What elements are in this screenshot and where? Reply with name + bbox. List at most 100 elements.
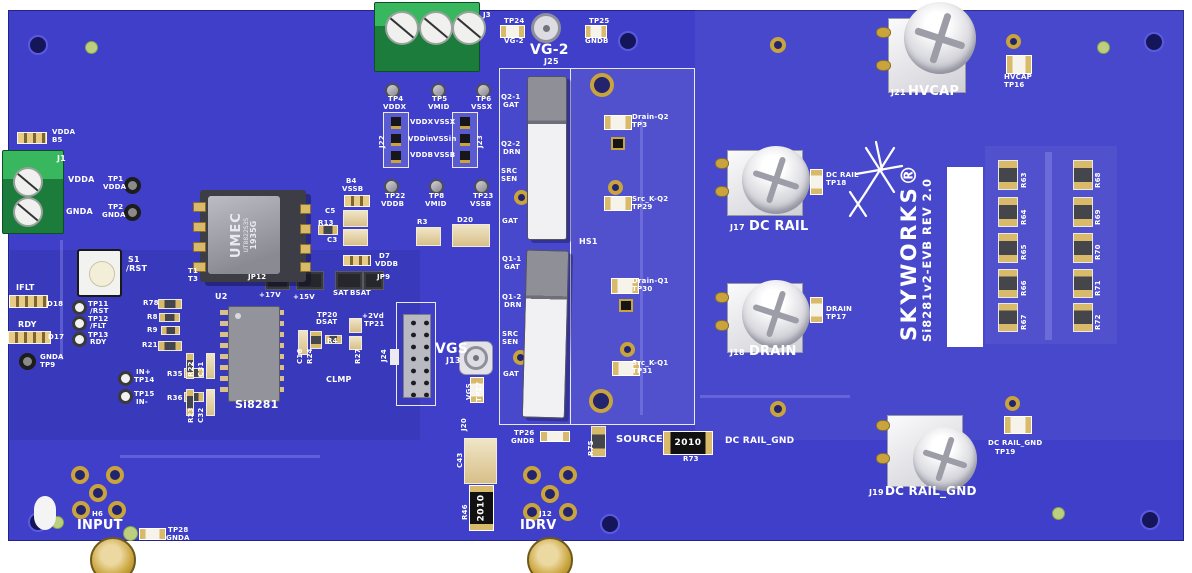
silkscreen-label: VDDA: [68, 175, 95, 184]
brand-name: SKYWORKS®: [897, 162, 921, 341]
pad: [585, 25, 607, 38]
silkscreen-label: VDDB: [381, 200, 405, 208]
silkscreen-label: RDY: [18, 320, 37, 329]
silkscreen-label: Si8281: [235, 398, 279, 411]
silkscreen-label: VGS: [465, 383, 473, 400]
silkscreen-label: R46: [461, 504, 469, 520]
silkscreen-label: Src_K-Q2: [632, 195, 669, 203]
res-v: [1073, 197, 1093, 227]
via-gold: [108, 501, 126, 519]
transformer-pin: [193, 202, 206, 212]
silkscreen-label: R8: [147, 313, 158, 321]
silkscreen-label: IN+: [136, 368, 151, 376]
via-green: [85, 41, 98, 54]
silkscreen-label: C5: [325, 207, 336, 215]
silkscreen-label: TP24: [504, 17, 525, 25]
res: [161, 326, 180, 335]
silkscreen-label: DRN: [504, 301, 522, 309]
via-gold: [106, 466, 124, 484]
silkscreen-label: Q1-1: [502, 255, 522, 263]
silkscreen-label: TP19: [995, 448, 1016, 456]
led: [8, 331, 51, 344]
to220-q1: [521, 249, 570, 419]
silkscreen-label: TP28: [168, 526, 189, 534]
via-gold: [770, 37, 786, 53]
silkscreen-label: GNDA: [166, 534, 190, 542]
cap: [206, 353, 215, 379]
silkscreen-label: VDDA: [103, 183, 127, 191]
silkscreen-label: TP13: [88, 331, 109, 339]
silkscreen-label: R73: [683, 455, 699, 463]
pad-v: [810, 169, 823, 195]
via-gold: [541, 485, 559, 503]
silkscreen-label: R67: [1020, 314, 1028, 330]
res-v: [998, 160, 1018, 190]
silkscreen-label: R78: [143, 299, 159, 307]
coax-connector-j25: [531, 13, 561, 43]
silkscreen-label: R68: [1094, 172, 1102, 188]
pad-v: [810, 297, 823, 323]
reset-button-s1: [77, 249, 122, 297]
silkscreen-label: VDDX: [383, 103, 407, 111]
cap: [343, 229, 368, 246]
via-gold: [559, 503, 577, 521]
silkscreen-label: TP8: [429, 192, 445, 200]
heatsink-outline: [499, 68, 695, 425]
silkscreen-label: GAT: [503, 370, 519, 378]
silkscreen-label: Src_K-Q1: [632, 359, 669, 367]
silkscreen-label: J13: [446, 356, 461, 365]
silkscreen-label: RDY: [90, 338, 107, 346]
transformer-body: UMEC UT8822S3S 1935G: [208, 196, 280, 274]
silkscreen-label: TP30: [632, 285, 653, 293]
tp-white: [72, 316, 87, 331]
silkscreen-label: TP16: [1004, 81, 1025, 89]
cap: [298, 330, 308, 355]
silkscreen-label: D17: [48, 333, 65, 341]
silkscreen-label: HVCAP: [908, 84, 960, 99]
silkscreen-label: HVCAP: [1004, 73, 1032, 81]
silkscreen-label: GNDA: [66, 207, 93, 216]
silkscreen-label: R27: [354, 348, 362, 364]
silkscreen-label: J24: [380, 349, 388, 362]
res: [158, 299, 182, 309]
tp-gray: [476, 83, 491, 98]
led: [9, 295, 48, 308]
silkscreen-label: D18: [47, 300, 64, 308]
trace: [60, 240, 63, 360]
tp-gray: [431, 83, 446, 98]
silkscreen-label: VG-2: [530, 42, 569, 58]
skyworks-logo-icon: [848, 140, 904, 218]
silkscreen-label: TP20: [317, 311, 338, 319]
cap: [452, 224, 490, 247]
tp-white: [118, 389, 133, 404]
silkscreen-label: TP29: [632, 203, 653, 211]
jheader: [383, 112, 409, 168]
to220-q2: [527, 76, 567, 240]
silkscreen-label: VDDA: [52, 128, 76, 136]
silkscreen-label: TP11: [88, 300, 109, 308]
silkscreen-label: J22: [378, 135, 386, 148]
res: [158, 341, 182, 351]
silkscreen-label: TP14: [134, 376, 155, 384]
transformer-pin: [193, 242, 206, 252]
pad: [604, 115, 632, 130]
tp-white: [72, 300, 87, 315]
silkscreen-label: J3: [483, 11, 491, 19]
silkscreen-label: TP4: [388, 95, 404, 103]
res-v: [186, 353, 194, 379]
via-green: [1097, 41, 1110, 54]
silkscreen-label: CLMP: [326, 375, 352, 384]
silkscreen-label: VDDin: [408, 135, 434, 143]
silkscreen-label: VSSX: [434, 118, 456, 126]
res-v: [1073, 160, 1093, 190]
silkscreen-label: TP6: [476, 95, 492, 103]
pad: [604, 196, 632, 211]
pad: [611, 278, 639, 294]
silkscreen-label: DRAIN: [826, 305, 853, 313]
silkscreen-label: SRC: [502, 330, 519, 338]
trace: [700, 395, 850, 398]
via-gold: [1006, 34, 1021, 49]
silkscreen-label: R65: [1020, 244, 1028, 260]
silkscreen-label: T1: [188, 267, 199, 275]
silkscreen-label: DC RAIL_GND: [885, 484, 977, 498]
